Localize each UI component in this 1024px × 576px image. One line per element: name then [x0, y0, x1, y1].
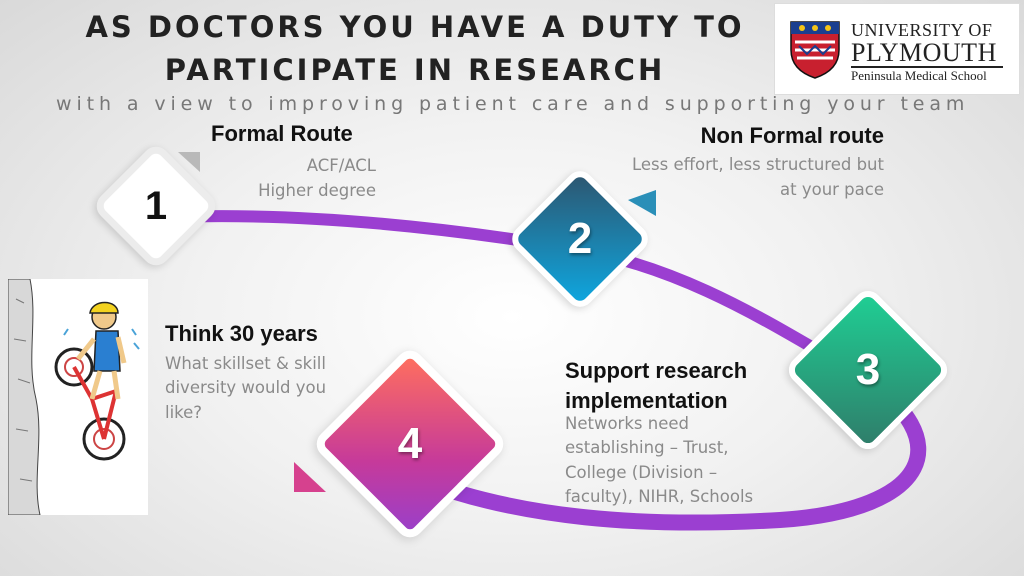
step-1-desc-line-2: Higher degree [258, 181, 376, 200]
step-3-number: 3 [855, 345, 881, 394]
step-1-heading: Formal Route [211, 121, 353, 146]
step-1-number: 1 [144, 183, 168, 228]
step-3-heading: Support research implementation [565, 358, 748, 413]
step-4-number: 4 [397, 419, 423, 468]
step-3-desc-line-2: establishing – Trust, [565, 438, 729, 457]
university-logo: UNIVERSITY OF PLYMOUTH Peninsula Medical… [774, 3, 1020, 95]
step-3-desc-line-4: faculty), NIHR, Schools [565, 487, 754, 506]
step-2-heading: Non Formal route [700, 123, 884, 148]
logo-university-of: UNIVERSITY OF [851, 20, 993, 40]
step-2-desc-line-2: at your pace [780, 180, 884, 199]
step-4-desc-line-2: diversity would you [165, 378, 327, 397]
crest-icon [790, 21, 840, 79]
step-1-desc-line-1: ACF/ACL [306, 156, 376, 175]
step-3-desc-line-1: Networks need [565, 414, 689, 433]
step-4-heading: Think 30 years [165, 321, 318, 346]
cyclist-illustration [7, 278, 148, 516]
step-3-desc-line-3: College (Division – [565, 463, 718, 482]
step-4-desc-line-1: What skillset & skill [165, 354, 326, 373]
page-title: AS DOCTORS YOU HAVE A DUTY TO PARTICIPAT… [85, 10, 745, 87]
logo-rule [851, 66, 1003, 68]
logo-plymouth: PLYMOUTH [851, 38, 997, 67]
step-4-desc-line-3: like? [165, 403, 203, 422]
step-2-number: 2 [567, 214, 593, 263]
step-2-desc-line-1: Less effort, less structured but [631, 155, 884, 174]
page-subtitle: with a view to improving patient care an… [56, 93, 970, 115]
step-3-diamond: 3 [783, 285, 953, 455]
step-1-diamond: 1 [90, 140, 222, 272]
step-4-diamond: 4 [311, 345, 509, 543]
logo-school: Peninsula Medical School [851, 68, 987, 83]
step-2-diamond: 2 [506, 165, 654, 313]
